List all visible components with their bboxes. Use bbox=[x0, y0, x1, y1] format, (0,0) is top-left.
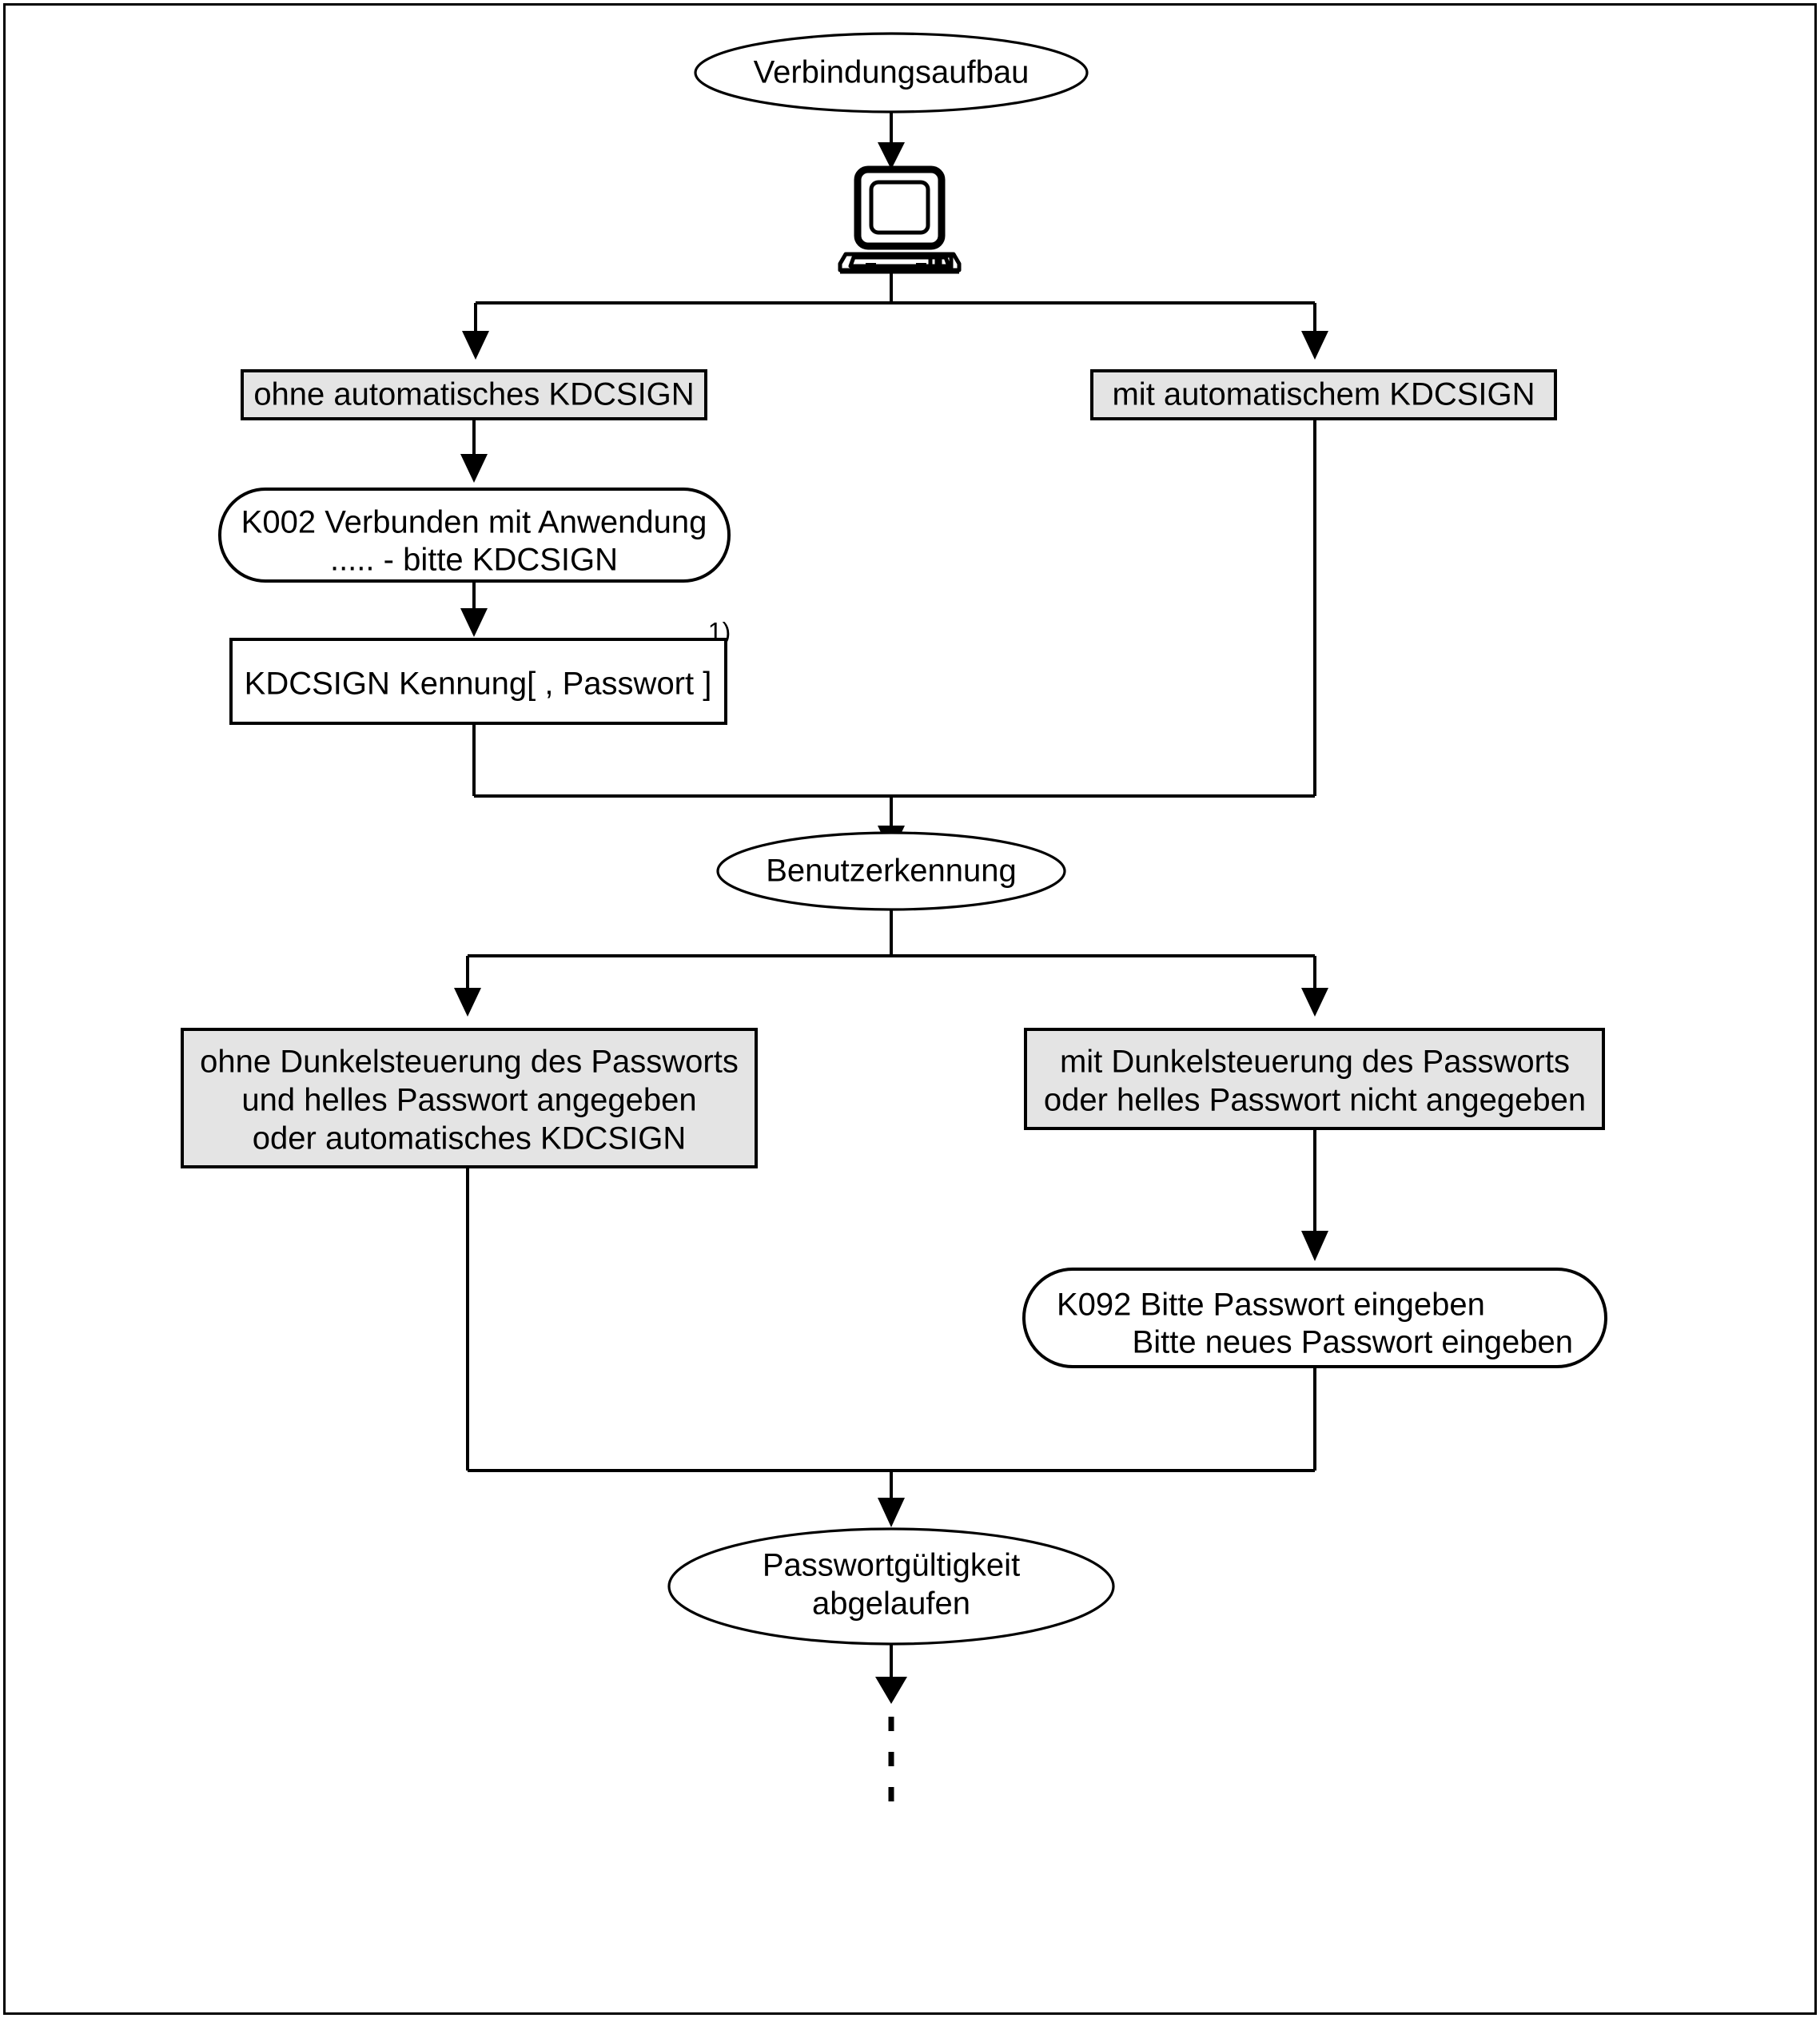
box-kdcsign-kennung-command: KDCSIGN Kennung[ , Passwort ] bbox=[229, 638, 727, 725]
benutzerkennung-ellipse-label: Benutzerkennung bbox=[766, 854, 1017, 889]
start-ellipse-label: Verbindungsaufbau bbox=[754, 55, 1029, 90]
box-mit-dunkelsteuerung-line1: mit Dunkelsteuerung des Passworts bbox=[1060, 1045, 1570, 1080]
connector-merge-to-passwortgueltigkeit bbox=[466, 1167, 1316, 1527]
box-mit-dunkelsteuerung: mit Dunkelsteuerung des Passworts oder h… bbox=[1024, 1028, 1605, 1130]
message-k002: K002 Verbunden mit Anwendung ..... - bit… bbox=[218, 488, 731, 583]
box-mit-dunkelsteuerung-line2: oder helles Passwort nicht angegeben bbox=[1044, 1083, 1586, 1118]
message-k092: K092 Bitte Passwort eingeben Bitte neues… bbox=[1022, 1268, 1607, 1368]
page-frame-border bbox=[3, 3, 1817, 2015]
box-mit-automatischem-kdcsign-shape bbox=[1090, 369, 1557, 420]
message-k002-line1: K002 Verbunden mit Anwendung bbox=[241, 505, 707, 540]
arrow-k002-to-command bbox=[460, 581, 488, 637]
message-k002-line2: ..... - bitte KDCSIGN bbox=[330, 543, 618, 578]
message-k092-line2: Bitte neues Passwort eingeben bbox=[1133, 1325, 1573, 1360]
connector-continuation bbox=[875, 1644, 907, 1801]
box-ohne-dunkelsteuerung-line2: und helles Passwort angegeben bbox=[241, 1083, 696, 1118]
box-ohne-automatisches-kdcsign-label: ohne automatisches KDCSIGN bbox=[253, 377, 694, 412]
box-ohne-automatisches-kdcsign: ohne automatisches KDCSIGN bbox=[241, 369, 707, 420]
box-ohne-dunkelsteuerung-line3: oder automatisches KDCSIGN bbox=[253, 1121, 686, 1156]
connector-split-dunkelsteuerung bbox=[454, 909, 1328, 1017]
box-mit-automatischem-kdcsign-label: mit automatischem KDCSIGN bbox=[1112, 377, 1535, 412]
message-k092-line1: K092 Bitte Passwort eingeben bbox=[1057, 1288, 1485, 1323]
arrow-start-to-terminal bbox=[878, 112, 905, 169]
computer-terminal-icon bbox=[838, 165, 962, 274]
node-benutzerkennung: Benutzerkennung bbox=[716, 831, 1066, 911]
box-ohne-dunkelsteuerung-line1: ohne Dunkelsteuerung des Passworts bbox=[200, 1045, 739, 1080]
end-ellipse-line2: abgelaufen bbox=[812, 1586, 970, 1622]
box-kdcsign-kennung-command-shape bbox=[229, 638, 727, 725]
arrow-dunkelsteuerung-to-k092 bbox=[1301, 1128, 1328, 1261]
node-passwortgueltigkeit-abgelaufen: Passwortgültigkeit abgelaufen bbox=[667, 1527, 1115, 1646]
box-ohne-dunkelsteuerung: ohne Dunkelsteuerung des Passworts und h… bbox=[181, 1028, 758, 1168]
box-ohne-dunkelsteuerung-shape bbox=[181, 1028, 758, 1168]
box-kdcsign-kennung-command-label: KDCSIGN Kennung[ , Passwort ] bbox=[245, 667, 712, 702]
node-verbindungsaufbau: Verbindungsaufbau bbox=[694, 32, 1089, 113]
connector-split-kdcsign-mode bbox=[462, 272, 1328, 360]
connector-merge-to-benutzerkennung bbox=[472, 419, 1316, 854]
box-mit-automatischem-kdcsign: mit automatischem KDCSIGN bbox=[1090, 369, 1557, 420]
arrow-ohne-box-to-k002 bbox=[460, 419, 488, 483]
end-ellipse-line1: Passwortgültigkeit bbox=[763, 1548, 1020, 1583]
